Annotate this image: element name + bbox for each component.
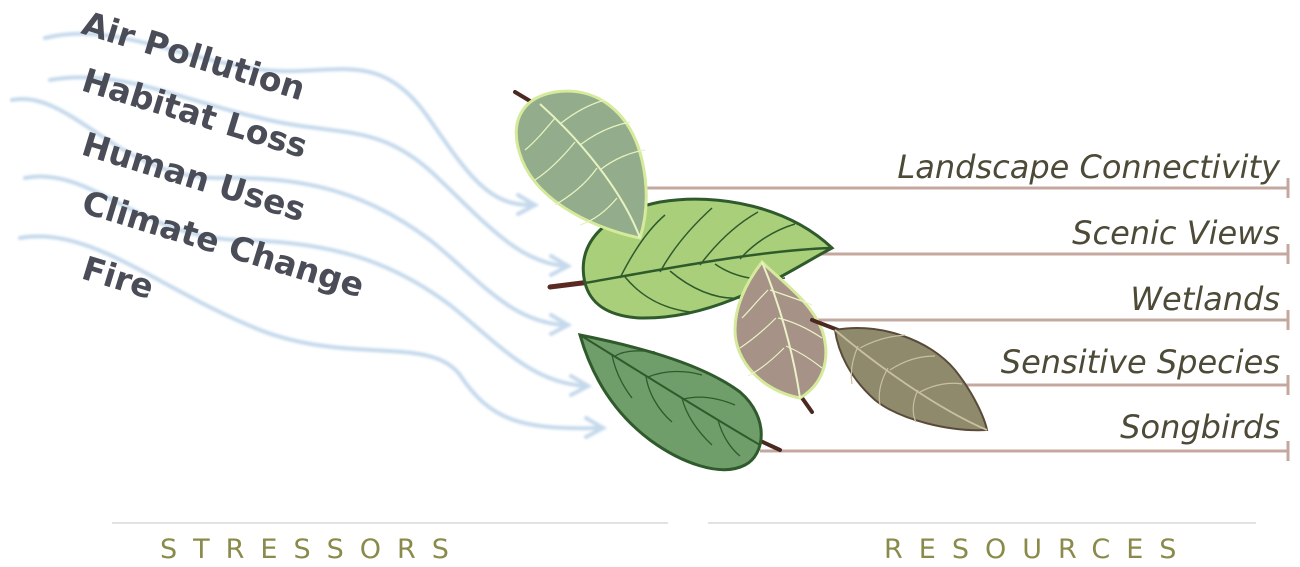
stressor-labels: Air Pollution Habitat Loss Human Uses Cl… — [78, 3, 369, 306]
resource-label-landscape-connectivity: Landscape Connectivity — [897, 148, 1281, 186]
stressors-heading: STRESSORS — [160, 534, 465, 565]
wind-arrowhead-air-pollution — [516, 193, 540, 216]
leaf-cluster — [513, 89, 989, 472]
resource-label-scenic-views: Scenic Views — [1072, 214, 1280, 252]
resources-heading: RESOURCES — [884, 534, 1192, 565]
wind-arrowhead-human-uses — [549, 313, 573, 336]
resource-label-sensitive-species: Sensitive Species — [1001, 343, 1280, 381]
wind-arrow-climate-change — [23, 174, 587, 388]
leaf-small-mauve — [733, 259, 828, 414]
leaf-brown — [810, 318, 989, 432]
wind-arrowhead-habitat-loss — [549, 254, 573, 277]
stressor-label-fire: Fire — [78, 248, 159, 306]
wind-arrow-fire — [18, 234, 602, 431]
wind-arrow-habitat-loss — [48, 75, 567, 268]
wind-arrow-human-uses — [10, 96, 567, 327]
leaf-bottom-green — [577, 333, 782, 472]
resource-label-wetlands: Wetlands — [1130, 280, 1280, 318]
leaf-top-sage — [513, 89, 648, 240]
wind-arrow-air-pollution — [43, 31, 532, 207]
wind-arrowhead-fire — [584, 416, 608, 439]
leaf-large-green — [547, 197, 835, 320]
wind-arrowhead-climate-change — [569, 374, 593, 397]
resource-label-songbirds: Songbirds — [1120, 408, 1280, 446]
wind-arrows — [10, 31, 608, 439]
resource-labels: Landscape Connectivity Scenic Views Wetl… — [897, 148, 1281, 446]
